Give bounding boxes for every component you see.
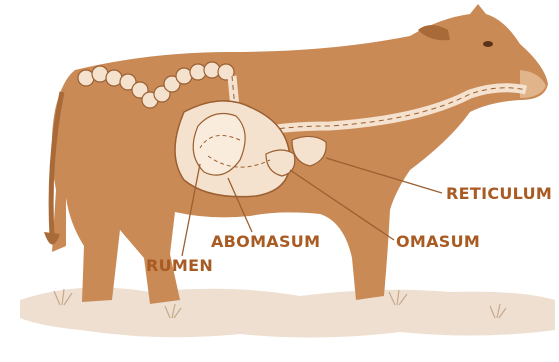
label-rumen: RUMEN [146, 256, 213, 275]
label-reticulum: RETICULUM [446, 184, 552, 203]
label-omasum: OMASUM [396, 232, 480, 251]
label-abomasum: ABOMASUM [211, 232, 320, 251]
cow-eye [483, 41, 493, 47]
